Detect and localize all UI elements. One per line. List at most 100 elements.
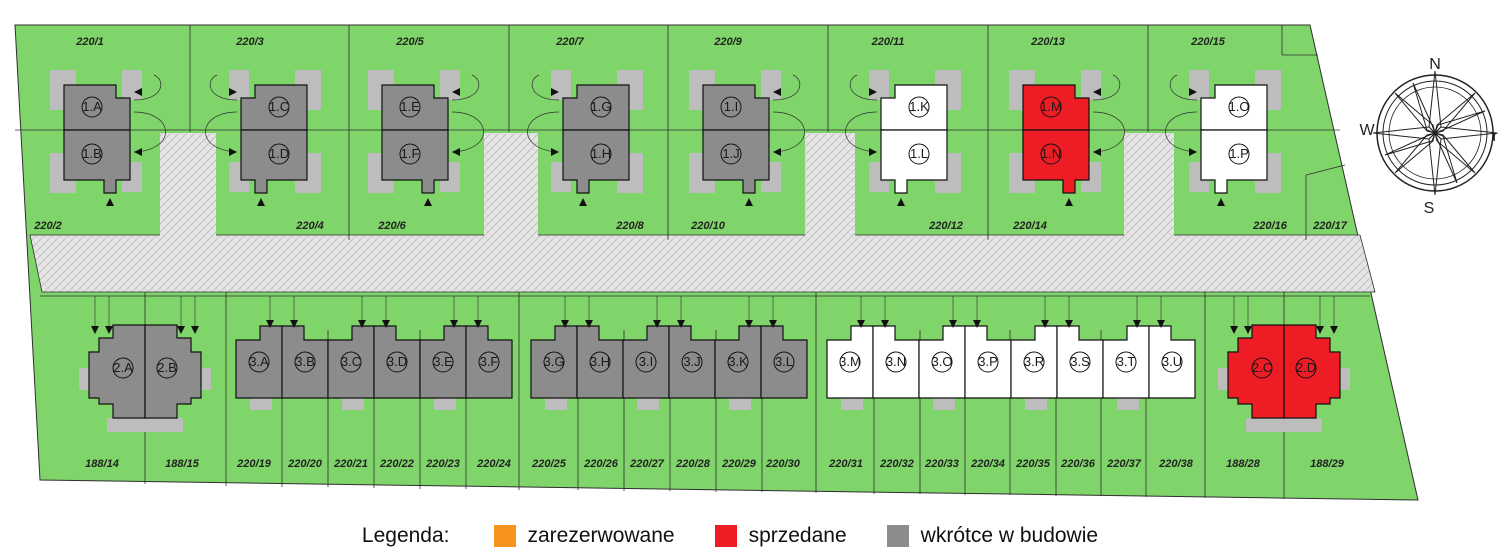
house-label: 3.G (544, 354, 565, 369)
plot-number-label: 220/16 (1252, 220, 1288, 232)
plot-number-label: 220/8 (615, 220, 644, 232)
house-label: 3.E (433, 354, 453, 369)
house-label: 3.P (978, 354, 998, 369)
house-label: 3.D (387, 354, 407, 369)
legend-label-in-construction: wkrótce w budowie (920, 524, 1099, 547)
house-label: 1.K (909, 99, 929, 114)
house-label: 3.I (639, 354, 653, 369)
house-unit[interactable] (1200, 129, 1268, 194)
house-pair-row1[interactable]: 1.O1.P (1165, 70, 1281, 206)
house-label: 3.A (249, 354, 269, 369)
house-unit[interactable] (562, 129, 630, 194)
plot-number-label: 220/20 (287, 458, 323, 470)
compass-north: N (1429, 56, 1441, 73)
plot-number-label: 220/10 (690, 220, 726, 232)
plot-number-label: 220/28 (675, 458, 711, 470)
legend-swatch-in-construction (886, 525, 909, 547)
house-label: 1.M (1040, 99, 1062, 114)
plot-number-label: 220/14 (1012, 220, 1047, 232)
house-unit[interactable] (1227, 324, 1285, 419)
terrace-group: 3.A 3.B 3.C 3.D 3.E 3.F (235, 296, 513, 410)
house-label: 3.J (683, 354, 700, 369)
house-pair-row1[interactable]: 1.E 1.F (368, 70, 484, 206)
plot-number-label: 220/5 (395, 36, 424, 48)
plot-number-label: 220/19 (236, 458, 272, 470)
house-label: 3.L (775, 354, 793, 369)
house-label: 3.M (839, 354, 861, 369)
legend-label-sold: sprzedane (748, 524, 847, 547)
house-unit[interactable] (1283, 324, 1341, 419)
plot-number-label: 220/36 (1060, 458, 1096, 470)
plot-number-label: 220/21 (333, 458, 368, 470)
legend-label-reserved: zarezerwowane (527, 524, 675, 547)
plot-number-label: 220/37 (1106, 458, 1142, 470)
road-paving (29, 133, 1376, 293)
house-label: 1.I (724, 99, 738, 114)
plot-number-label: 220/25 (531, 458, 567, 470)
house-label: 2.A (113, 360, 133, 375)
house-unit[interactable] (1022, 129, 1090, 194)
plot-number-label: 220/7 (555, 36, 584, 48)
house-label: 3.F (480, 354, 499, 369)
plot-number-label: 220/1 (75, 36, 104, 48)
legend-item-sold: sprzedane (714, 524, 847, 548)
compass-west: W (1359, 122, 1375, 139)
house-label: 2.B (157, 360, 177, 375)
plot-number-label: 220/11 (871, 36, 905, 48)
legend-item-reserved: zarezerwowane (493, 524, 675, 548)
house-pair-row1[interactable]: 1.I 1.J (689, 70, 805, 206)
house-pair-row1[interactable]: 1.A1.B (50, 70, 166, 206)
house-label: 1.J (722, 146, 739, 161)
plot-number-label: 220/27 (629, 458, 665, 470)
house-label: 3.T (1117, 354, 1136, 369)
house-unit[interactable] (760, 325, 808, 399)
plot-number-label: 220/34 (970, 458, 1005, 470)
house-pair-row1[interactable]: 1.G1.H (527, 70, 643, 206)
house-label: 3.R (1024, 354, 1044, 369)
plot-number-label: 220/35 (1015, 458, 1051, 470)
house-unit[interactable] (63, 129, 131, 194)
plot-number-label: 220/4 (295, 220, 324, 232)
house-pair-row1[interactable]: 1.K1.L (845, 70, 961, 206)
house-unit[interactable] (465, 325, 513, 399)
house-label: 1.P (1229, 146, 1249, 161)
legend-item-in-construction: wkrótce w budowie (886, 524, 1099, 548)
plot-number-label: 220/17 (1312, 220, 1348, 232)
house-unit[interactable] (240, 129, 308, 194)
house-pair-row1[interactable]: 1.M1.N (1009, 70, 1125, 206)
plot-number-label: 220/26 (583, 458, 619, 470)
plot-number-label: 220/24 (476, 458, 511, 470)
house-label: 3.C (341, 354, 361, 369)
duplex-house[interactable]: 2.A 2.B (79, 296, 211, 432)
house-unit[interactable] (381, 129, 449, 194)
house-label: 3.S (1070, 354, 1090, 369)
house-label: 1.D (269, 146, 289, 161)
house-unit[interactable] (144, 324, 202, 419)
plot-number-label: 220/29 (721, 458, 757, 470)
house-unit[interactable] (1148, 325, 1196, 399)
plot-number-label: 220/2 (33, 220, 62, 232)
house-label: 1.E (400, 99, 420, 114)
house-unit[interactable] (702, 129, 770, 194)
house-label: 3.B (295, 354, 315, 369)
plot-number-label: 220/33 (924, 458, 959, 470)
house-label: 1.F (401, 146, 420, 161)
compass-rose: N S W r (1359, 56, 1498, 217)
house-label: 1.B (82, 146, 102, 161)
house-unit[interactable] (88, 324, 146, 419)
legend-title: Legenda: (361, 524, 450, 547)
legend: Legenda: zarezerwowane sprzedane wkrótce… (0, 512, 1500, 560)
plot-number-label: 188/28 (1226, 458, 1261, 470)
plot-number-label: 220/32 (879, 458, 914, 470)
plot-number-label: 220/12 (928, 220, 963, 232)
plot-number-label: 188/29 (1310, 458, 1345, 470)
house-pair-row1[interactable]: 1.C 1.D (205, 70, 321, 206)
plot-number-label: 220/13 (1030, 36, 1065, 48)
house-label: 1.C (269, 99, 289, 114)
house-unit[interactable] (880, 129, 948, 194)
plot-number-label: 220/38 (1158, 458, 1194, 470)
house-label: 3.U (1162, 354, 1182, 369)
